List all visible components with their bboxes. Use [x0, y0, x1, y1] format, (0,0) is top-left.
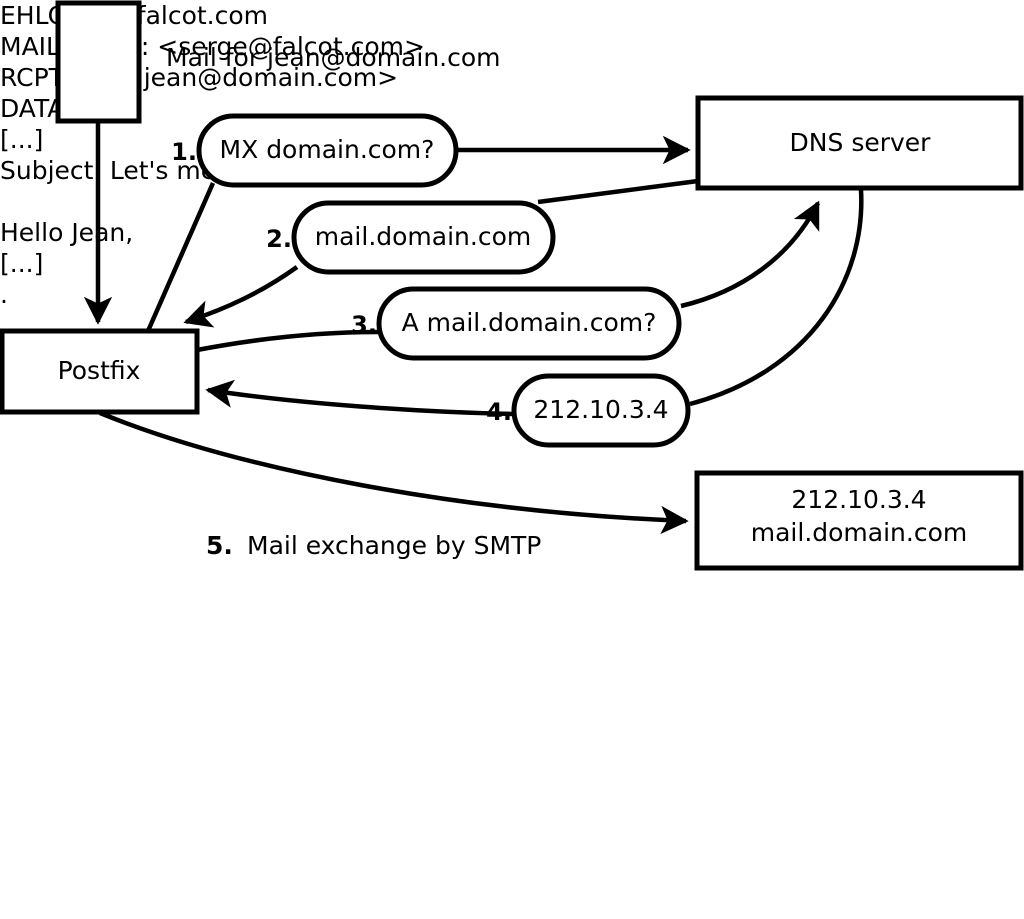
dns-server-box — [695, 95, 1024, 191]
step1-number: 1. — [171, 138, 197, 166]
smtp-transcript-line: [...] — [0, 249, 44, 278]
edge-dns-to-step4 — [689, 189, 864, 407]
mail-for-caption: Mail for jean@domain.com — [166, 43, 501, 72]
mail-server-box — [694, 470, 1024, 571]
step3-number: 3. — [351, 311, 377, 339]
step4-number: 4. — [486, 398, 512, 426]
smtp-transcript-line: Hello Jean, — [0, 218, 134, 247]
edge-step2-to-postfix — [183, 265, 299, 328]
mail-server-ip: 212.10.3.4 — [791, 485, 926, 514]
edge-step3-to-dns — [680, 200, 821, 309]
step1-label: MX domain.com? — [220, 135, 435, 164]
step2-bubble — [291, 200, 556, 275]
smtp-transcript-line: [...] — [0, 125, 44, 154]
step1-bubble — [196, 113, 459, 188]
step4-label: 212.10.3.4 — [533, 395, 668, 424]
step3-bubble — [376, 286, 682, 361]
edge-step4-to-postfix — [205, 379, 514, 417]
step2-number: 2. — [266, 225, 292, 253]
edge-dns-to-step2 — [537, 178, 699, 205]
step3-label: A mail.domain.com? — [402, 308, 657, 337]
postfix-box — [0, 328, 200, 415]
step4-bubble — [511, 373, 691, 448]
sender-host-box — [55, 0, 142, 124]
edge-postfix-to-step1 — [145, 182, 216, 332]
edge-postfix-to-step3 — [196, 329, 379, 353]
step5-label: Mail exchange by SMTP — [247, 531, 542, 560]
smtp-transcript-line: . — [0, 280, 8, 309]
step2-label: mail.domain.com — [315, 222, 531, 251]
dns-server-label: DNS server — [790, 128, 932, 157]
edge-postfix-to-mailserver — [99, 410, 689, 535]
step5-number: 5. — [206, 531, 233, 560]
postfix-label: Postfix — [58, 356, 141, 385]
mail-server-hostname: mail.domain.com — [751, 518, 967, 547]
smtp-transcript-line: DATA — [0, 94, 65, 123]
